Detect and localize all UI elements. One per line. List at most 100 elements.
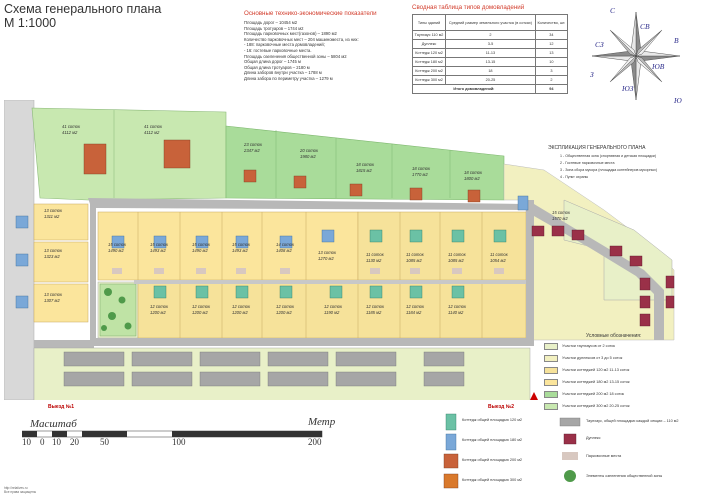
plot-label: 18 соток	[464, 170, 483, 175]
explication-item: 3 - Зона сбора мусора (площадка контейне…	[560, 168, 658, 172]
plot-area: 1140 м2	[448, 310, 464, 315]
teps-line: Площадь тротуаров – 1744 м2	[244, 25, 304, 31]
types-table-header: Типы зданий Средний размер земельного уч…	[411, 14, 569, 31]
compass-east: В	[674, 36, 679, 45]
plot-label: 20 соток	[299, 148, 319, 153]
legend-title: Условные обозначения:	[586, 333, 642, 339]
plot-area: 4112 м2	[62, 130, 78, 135]
building-legend-label: Таунхаус, общей площадью каждой секции –…	[586, 419, 679, 423]
explication-item: 4 - Пункт охраны	[560, 175, 589, 179]
compass-southeast: ЮВ	[652, 62, 665, 71]
plot-zone-300	[31, 107, 227, 201]
exit-2-label: Выезд №2	[488, 404, 515, 410]
plot-area: 1307 м2	[44, 298, 60, 303]
exit-1-label: Выезд №1	[48, 404, 75, 410]
plot-area: 1815 м2	[356, 168, 372, 173]
table-total-value: 94	[534, 84, 569, 94]
table-cell: 10	[534, 57, 569, 67]
legend-swatch	[544, 355, 558, 362]
scale-tick: 50	[100, 437, 109, 447]
building-legend-label: Коттедж общей площадью 300 м2	[462, 478, 523, 482]
plot-label: 13 соток	[44, 292, 63, 297]
plot-label: 12 соток	[366, 304, 385, 309]
building-legend-label: Коттедж общей площадью 200 м2	[462, 458, 523, 462]
plot-area: 1200 м2	[276, 310, 292, 315]
plot-label: 11 соток	[490, 252, 509, 257]
plot-area: 1270 м2	[318, 256, 334, 261]
plot-area: 1490 м2	[192, 248, 208, 253]
scale-tick: 10	[52, 437, 61, 447]
plot-area: 1054 м2	[490, 258, 506, 263]
plot-label: 23 соток	[243, 142, 263, 147]
plot-label: 12 соток	[150, 304, 169, 309]
plot-area: 1311 м2	[44, 214, 60, 219]
duplex-buildings	[531, 225, 675, 327]
plot	[33, 283, 89, 323]
duplex-icon	[563, 433, 577, 445]
plot-label: 18 соток	[412, 166, 431, 171]
parking-icon	[562, 452, 578, 460]
types-table-title: Сводная таблица типов домовладений	[412, 4, 525, 11]
table-cell: Коттедж 180 м2	[411, 57, 447, 67]
plot-label: 14 соток	[276, 242, 295, 247]
explication-item: 1 - Общественная зона (спортивная и детс…	[560, 154, 657, 158]
compass-northwest: СЗ	[595, 40, 604, 49]
teps-list: Площадь дорог – 10454 м2 Площадь тротуар…	[244, 20, 394, 82]
table-cell: 2	[445, 30, 536, 40]
plot-label: 15 соток	[108, 242, 127, 247]
cottage-120-icon	[445, 413, 457, 431]
cottages-300	[83, 139, 191, 175]
plot-label: 12 соток	[448, 304, 467, 309]
plot-area: 1770 м2	[412, 172, 428, 177]
teps-line: Площадь парковочных мест(газонов) – 1890…	[244, 31, 337, 37]
plot-area: 2347 м2	[243, 148, 260, 153]
compass-star-icon	[591, 11, 681, 101]
plot-label: 15 соток	[192, 242, 211, 247]
table-cell: Дуплекс	[411, 39, 447, 49]
scale-label: Масштаб	[30, 418, 77, 430]
site-plan-map: 41 соток 4112 м2 41 соток 4112 м2 23 сот…	[4, 100, 675, 400]
plot-area: 4112 м2	[144, 130, 160, 135]
explication-title: ЭКСПЛИКАЦИЯ ГЕНЕРАЛЬНОГО ПЛАНА	[548, 145, 646, 151]
credits: http://relatives.ru Все права защищены	[4, 486, 36, 494]
plot-label: 41 соток	[144, 124, 163, 129]
credits-line: Все права защищены	[4, 490, 37, 494]
plot-labels: 41 соток 4112 м2 41 соток 4112 м2 23 сот…	[44, 124, 571, 315]
compass-south: Ю	[674, 96, 682, 105]
building-legend-label: Коттедж общей площадью 120 м2	[462, 418, 523, 422]
plot-area: 1493 м2	[150, 248, 166, 253]
plot-area: 1980 м2	[300, 154, 316, 159]
table-cell: 3-5	[445, 39, 536, 49]
teps-line: Общая длина тротуаров – 2180 м	[244, 64, 310, 70]
plot-label: 15 соток	[552, 210, 571, 215]
legend-label: Участки коттеджей 200 м2 18 соток	[562, 392, 625, 396]
cottages-120	[153, 229, 507, 299]
explication-list: 1 - Общественная зона (спортивная и детс…	[560, 153, 657, 181]
plot-label: 11 соток	[448, 252, 467, 257]
plot-block-north	[97, 211, 359, 281]
legend-swatch	[544, 343, 558, 350]
compass-west: З	[590, 70, 594, 79]
table-cell: 2	[534, 75, 569, 85]
table-cell: 13	[534, 48, 569, 58]
plot-area: 1323 м2	[44, 254, 60, 259]
explication-item: 2 - Гостевые парковочные места	[560, 161, 615, 165]
building-legend-label: Дуплекс	[586, 436, 601, 440]
table-cell: Коттедж 300 м2	[411, 75, 447, 85]
cottages-180	[15, 195, 529, 309]
road-south	[90, 338, 530, 346]
plot-label: 18 соток	[356, 162, 375, 167]
credits-line: http://relatives.ru	[4, 486, 28, 490]
plot-area: 1493 м2	[232, 248, 248, 253]
scale-tick: 20	[70, 437, 79, 447]
table-total-row: Итого домовладений: 94	[412, 84, 569, 94]
plot-label: 41 соток	[62, 124, 81, 129]
compass-north: С	[610, 6, 616, 15]
plot-area: 1800 м2	[464, 176, 480, 181]
plot-label: 12 соток	[276, 304, 295, 309]
parking-spaces	[112, 268, 504, 274]
legend-swatch	[544, 403, 558, 410]
building-legend-label: Коттедж общей площадью 180 м2	[462, 438, 523, 442]
